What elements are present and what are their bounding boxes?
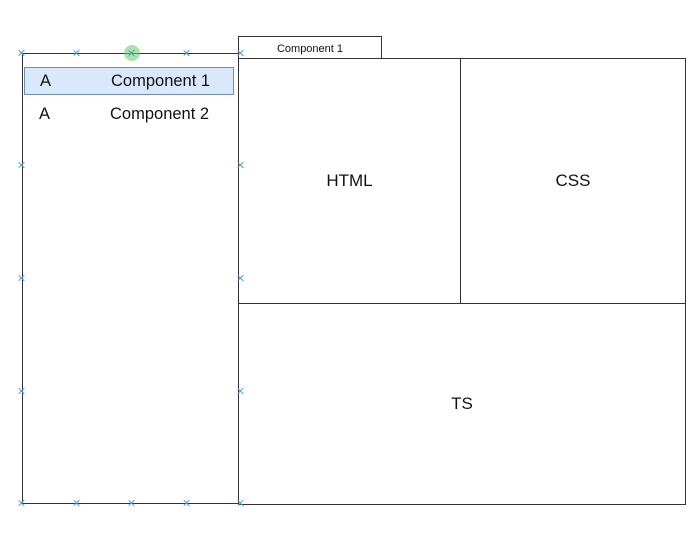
css-region-label: CSS xyxy=(555,171,591,190)
component-list-panel[interactable]: A Component 1 A Component 2 xyxy=(22,53,239,504)
top-right-handle-icon[interactable] xyxy=(238,50,244,56)
left-connection-handle-icon[interactable] xyxy=(19,162,25,168)
list-item-label: Component 1 xyxy=(111,72,211,90)
left-middle-handle-icon[interactable] xyxy=(19,275,25,281)
right-middle-handle-icon[interactable] xyxy=(238,275,244,281)
list-item-label: Component 2 xyxy=(110,105,210,123)
list-item-letter: A xyxy=(39,105,51,123)
top-left-handle-icon[interactable] xyxy=(19,50,25,56)
bottom-left-handle-icon[interactable] xyxy=(19,500,25,506)
ts-region-label: TS xyxy=(451,394,473,413)
top-connection-handle-icon[interactable] xyxy=(74,50,80,56)
bottom-connection-handle-icon[interactable] xyxy=(74,500,80,506)
list-item-component-2[interactable]: A Component 2 xyxy=(24,100,234,128)
bottom-right-handle-icon[interactable] xyxy=(238,500,244,506)
left-connection-handle-icon[interactable] xyxy=(19,388,25,394)
ts-region[interactable]: TS xyxy=(238,303,686,505)
css-region[interactable]: CSS xyxy=(460,58,686,304)
top-middle-handle-icon[interactable] xyxy=(129,50,135,56)
list-item-letter: A xyxy=(40,72,52,90)
bottom-connection-handle-icon[interactable] xyxy=(184,500,190,506)
top-connection-handle-icon[interactable] xyxy=(184,50,190,56)
bottom-middle-handle-icon[interactable] xyxy=(129,500,135,506)
list-item-component-1[interactable]: A Component 1 xyxy=(24,67,234,95)
html-region[interactable]: HTML xyxy=(238,58,461,304)
right-connection-handle-icon[interactable] xyxy=(238,162,244,168)
right-connection-handle-icon[interactable] xyxy=(238,388,244,394)
html-region-label: HTML xyxy=(326,171,373,190)
tab-component-1[interactable]: Component 1 xyxy=(238,36,382,59)
